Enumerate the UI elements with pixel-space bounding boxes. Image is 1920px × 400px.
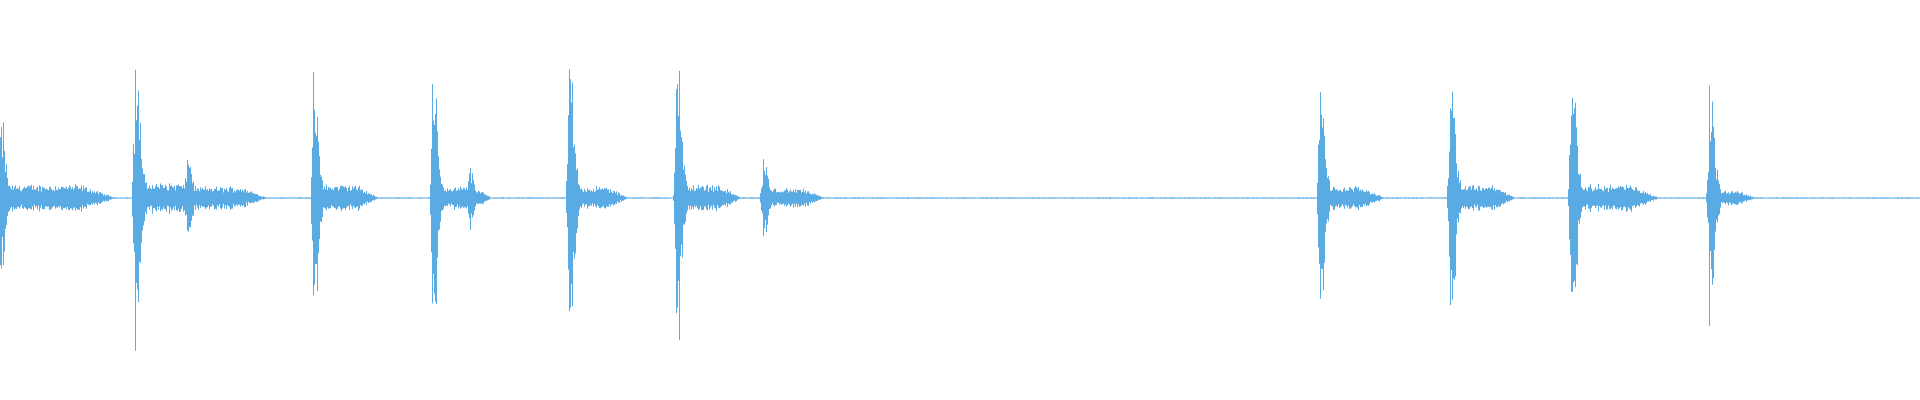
waveform-path [0, 69, 1920, 351]
waveform-channel-1 [0, 69, 1920, 351]
